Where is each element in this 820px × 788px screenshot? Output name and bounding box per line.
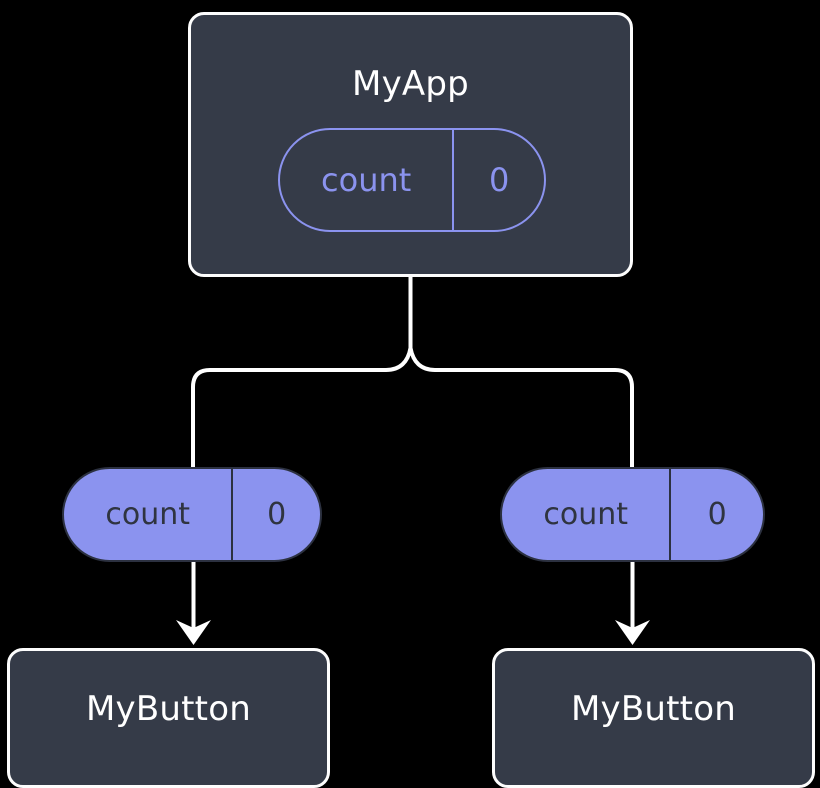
arrowhead-left-icon	[176, 620, 211, 645]
prop-pill-left[interactable]: count 0	[62, 467, 322, 562]
component-node-myapp[interactable]: MyApp	[188, 12, 633, 277]
component-title: MyApp	[352, 64, 469, 104]
diagram-canvas: MyApp count 0 count 0 count 0 MyButton M…	[7, 12, 815, 788]
wire-branch-right	[408, 346, 634, 472]
component-node-mybutton-left[interactable]: MyButton	[7, 648, 330, 788]
wire-branch-left	[191, 346, 413, 472]
component-node-mybutton-right[interactable]: MyButton	[492, 648, 815, 788]
prop-pill-value: 0	[231, 469, 320, 560]
prop-pill-key: count	[543, 496, 629, 532]
prop-pill-value: 0	[669, 469, 763, 560]
state-pill-key: count	[321, 161, 412, 199]
component-title: MyButton	[86, 689, 251, 729]
component-title: MyButton	[571, 689, 736, 729]
state-pill-value: 0	[452, 130, 544, 230]
state-pill-myapp[interactable]: count 0	[278, 128, 546, 232]
prop-pill-right[interactable]: count 0	[500, 467, 765, 562]
arrowhead-right-icon	[615, 620, 650, 645]
prop-pill-key: count	[105, 496, 190, 532]
